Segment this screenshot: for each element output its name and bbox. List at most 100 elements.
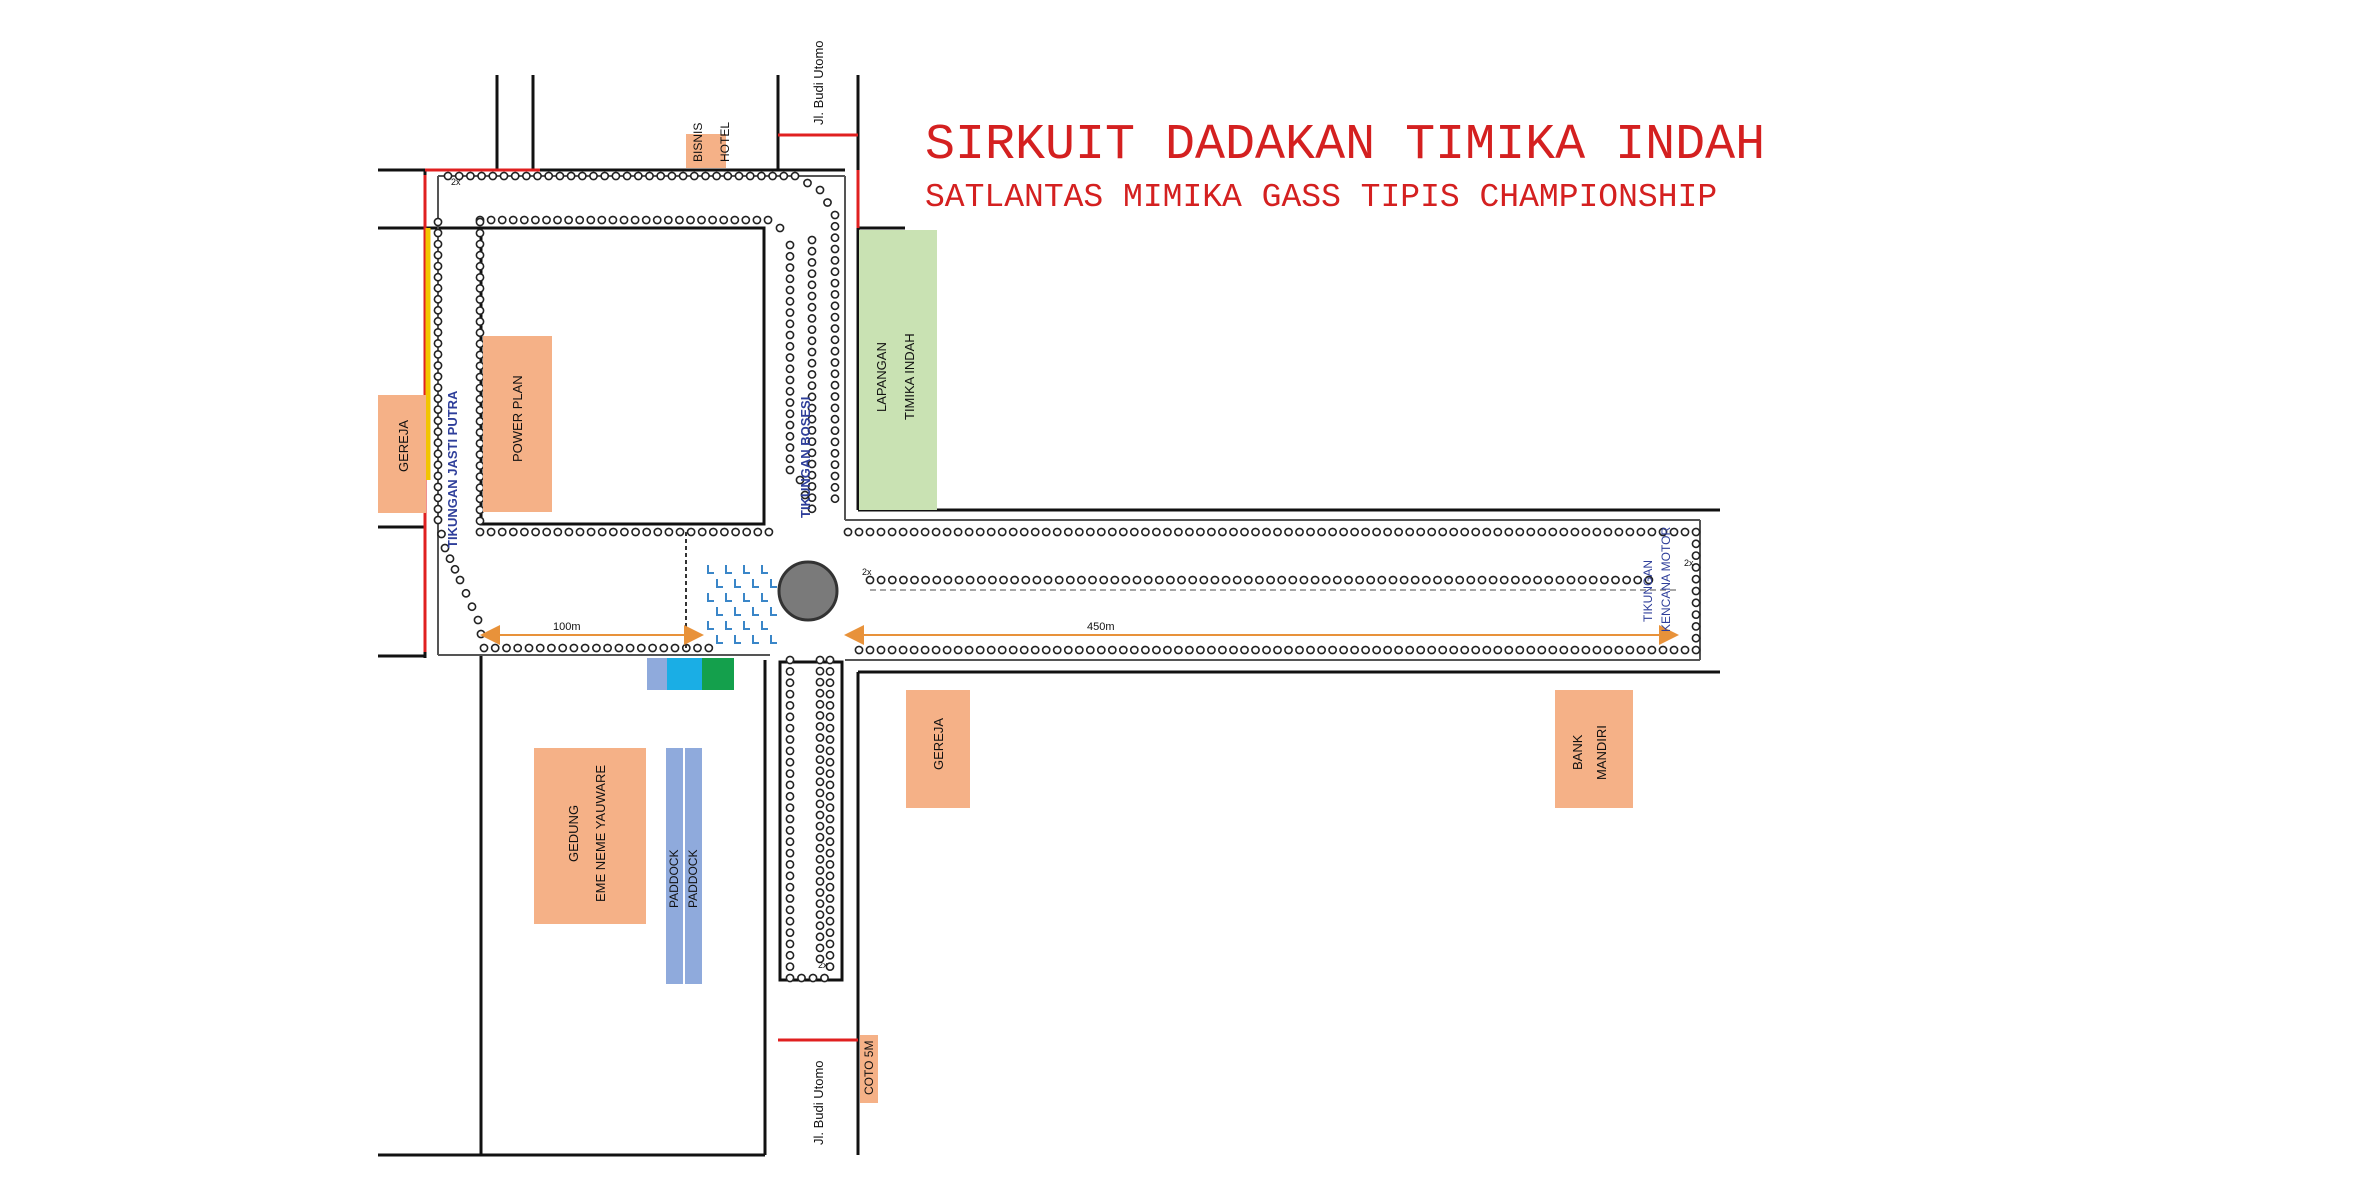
tire [1559,527,1569,537]
tire [625,643,635,653]
tire [830,278,840,288]
tire [1240,645,1249,655]
tire [689,171,699,181]
tire [997,645,1007,655]
power-plan-label: POWER PLAN [510,375,525,462]
map-subtitle: SATLANTAS MIMIKA GASS TIPIS CHAMPIONSHIP [925,179,1717,216]
tire [1110,575,1120,585]
tire [1052,645,1062,655]
tire [475,239,485,249]
tire [865,575,875,585]
tire [807,481,817,491]
tire [1141,527,1150,537]
tire [953,527,963,537]
tire [807,325,817,334]
tire [825,791,835,801]
tire [558,643,568,653]
bank-label: BANK [1570,734,1585,770]
tire [664,527,674,537]
tire [475,261,485,271]
tire [825,667,835,676]
tire [785,950,795,960]
tire [675,527,685,537]
tire [622,171,632,181]
tire [1284,527,1293,537]
tire [433,394,443,403]
tire [1262,645,1271,655]
tire [475,527,485,537]
tire [1394,645,1403,655]
tire [659,643,669,653]
tire [785,319,795,329]
tire [1515,645,1525,655]
tire [569,643,579,653]
tire [510,171,520,181]
tire [785,837,795,847]
tire [1188,575,1198,585]
tire [1438,645,1448,655]
tire [476,629,486,639]
tire [997,527,1007,537]
tire [815,832,825,842]
tire [433,449,443,459]
gedung-block [534,748,646,924]
bank-mandiri-block [1555,690,1633,808]
tire [564,215,573,225]
timika-indah-label: TIMIKA INDAH [902,333,917,420]
tire [1526,645,1536,655]
tire [815,866,825,875]
tire [815,888,825,897]
tire [785,712,795,722]
tire [1030,645,1040,655]
pit-block-2 [667,658,702,690]
tire [741,215,751,225]
tire [825,860,835,869]
tire [1669,645,1679,655]
map-title: SIRKUIT DADAKAN TIMIKA INDAH [925,117,1765,174]
tire [586,215,596,225]
tire [785,882,795,892]
tire [920,527,930,537]
tire [704,643,714,653]
tire [964,527,974,537]
tire [1691,598,1701,608]
grid-slot [770,607,777,616]
gereja-center-label: GEREJA [931,718,946,770]
tire [1008,645,1018,655]
tire [1350,527,1359,537]
tire [433,383,443,392]
tire [1388,575,1398,585]
tire [645,171,654,181]
tire [1614,527,1624,537]
tire [1566,575,1576,585]
coto-block [860,1035,878,1103]
tire [785,826,795,835]
tire [1691,574,1701,584]
tire [675,215,684,225]
tire [785,420,795,430]
grid-slot [725,565,732,574]
power-plan-block [483,336,552,512]
tire [1339,527,1348,537]
tire [697,215,706,225]
tire [1099,575,1109,585]
tire [942,527,952,537]
tire [433,361,443,370]
tire [475,394,485,404]
tire [830,403,840,413]
tire [433,493,443,503]
buildings [378,134,1633,1103]
tire [1010,575,1019,585]
tire [763,215,773,225]
tire [785,240,795,250]
tire [475,494,485,504]
tire [433,515,443,525]
tire [1691,633,1701,643]
tire [620,527,629,537]
tire [475,228,485,238]
tire [524,643,534,653]
tire [547,643,556,653]
grid-slot [734,635,741,644]
tire [942,645,952,655]
tire [1199,575,1209,585]
